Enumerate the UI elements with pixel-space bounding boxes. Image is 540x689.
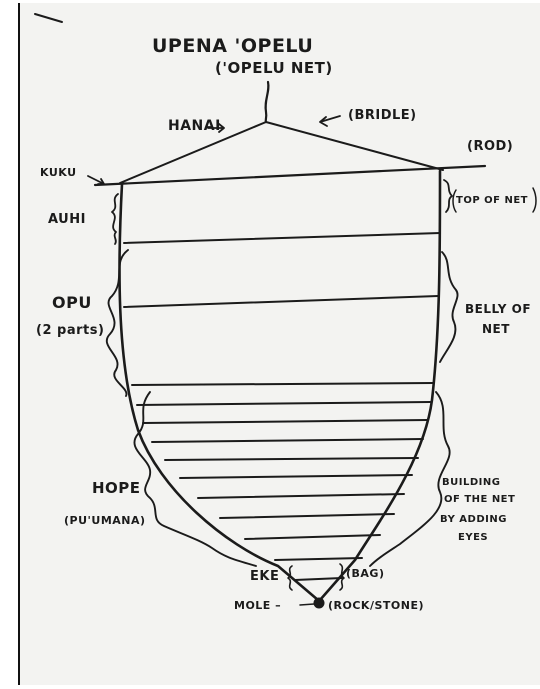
auhi-brace — [112, 194, 118, 244]
belly-brace — [440, 252, 458, 362]
label-hope: HOPE — [92, 479, 141, 497]
diagram-title: UPENA 'OPELU — [152, 35, 313, 57]
label-building-1: BUILDING — [442, 477, 500, 488]
label-top-of-net: TOP OF NET — [456, 195, 528, 206]
label-belly-net: NET — [482, 322, 510, 336]
mole-tail — [300, 604, 314, 605]
label-building-3: BY ADDING — [440, 514, 507, 525]
building-brace — [370, 392, 450, 566]
label-eke: EKE — [250, 569, 279, 584]
label-bridle: (BRIDLE) — [348, 108, 417, 123]
top-of-net-paren-right — [533, 188, 536, 212]
kuku-arrow — [88, 176, 104, 184]
top-of-net-brace — [444, 180, 452, 212]
label-building-4: EYES — [458, 532, 488, 543]
label-kuku: KUKU — [40, 166, 77, 179]
label-pu-umana: (PU'UMANA) — [64, 514, 146, 527]
label-rock-stone: (ROCK/STONE) — [328, 599, 424, 612]
label-opu-parts: (2 parts) — [36, 323, 104, 338]
label-auhi: AUHI — [48, 212, 86, 227]
diagram-subtitle: ('OPELU NET) — [215, 59, 333, 77]
label-building-2: OF THE NET — [444, 494, 515, 505]
label-belly-of: BELLY OF — [465, 302, 531, 316]
label-mole: MOLE – — [234, 599, 281, 612]
net-rows — [124, 233, 440, 580]
bridle-right — [266, 122, 443, 170]
mole-stone — [314, 598, 325, 609]
top-string — [266, 82, 269, 122]
label-rod: (ROD) — [467, 139, 513, 154]
stray-mark — [35, 14, 62, 22]
hope-brace — [134, 392, 256, 566]
label-bag: (BAG) — [346, 567, 384, 580]
bridle-arrow — [320, 116, 340, 126]
label-hanai: HANAI — [168, 118, 221, 134]
label-opu: OPU — [52, 293, 92, 312]
